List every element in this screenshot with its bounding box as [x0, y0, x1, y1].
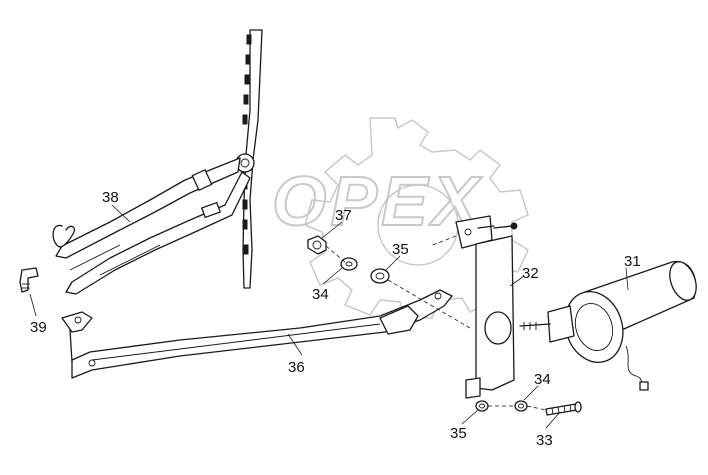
- screw: [545, 401, 582, 416]
- gearbox-cover: [574, 303, 614, 351]
- screw-thread: [563, 405, 566, 413]
- leader-lines: [29, 204, 629, 429]
- leader-33: [545, 411, 561, 429]
- motor-mount-plate: [547, 305, 575, 343]
- blade-slot: [243, 244, 249, 255]
- assembly-line: [387, 279, 471, 329]
- blade-slot: [242, 219, 248, 230]
- washer-nozzle: [19, 267, 39, 293]
- bracket-hole: [464, 228, 472, 236]
- callout-38: 38: [102, 189, 119, 206]
- nut: [307, 235, 327, 255]
- mounting-bracket: [455, 215, 518, 399]
- flat-washer-outer: [475, 400, 489, 412]
- bracket-motor-hole: [484, 311, 512, 345]
- callout-34-top: 34: [312, 286, 329, 303]
- flat-washer-inner: [479, 403, 485, 409]
- wiper-arm-lower: [65, 171, 251, 295]
- rod-end-hole: [74, 316, 82, 324]
- rod-end-bracket: [61, 311, 93, 333]
- leader-36: [287, 333, 303, 356]
- callout-labels: 31 32 33 34 34 35 35 36 37 38 39: [30, 189, 641, 449]
- callout-35-bottom: 35: [450, 425, 467, 442]
- spring-washer-top: [340, 257, 358, 271]
- motor-connector: [639, 381, 649, 391]
- leader-31: [625, 267, 629, 291]
- callout-32: 32: [522, 265, 539, 282]
- wiper-motor: [519, 260, 697, 391]
- leader-35-top: [385, 255, 401, 271]
- flat-washer-bottom: [475, 400, 489, 412]
- blade-slot: [243, 94, 249, 105]
- blade-slot: [246, 34, 252, 45]
- flat-washer-outer: [370, 268, 390, 284]
- leader-37: [321, 221, 343, 239]
- bracket-screw-head: [510, 222, 518, 230]
- callout-31: 31: [624, 253, 641, 270]
- linkage-rod: [61, 289, 453, 379]
- leader-34-top: [322, 267, 343, 285]
- watermark-gear-icon: [304, 117, 529, 319]
- bracket-screw: [493, 225, 513, 229]
- rod-edge: [91, 323, 381, 361]
- blade-slot: [242, 114, 248, 125]
- leader-38: [111, 204, 131, 223]
- wiper-arm-assembly: [52, 29, 263, 295]
- rod-pivot-hole: [88, 359, 96, 367]
- screw-shank: [545, 403, 578, 416]
- screw-thread: [551, 407, 554, 415]
- arm-link: [201, 201, 221, 219]
- callout-33: 33: [536, 432, 553, 449]
- wiper-arm-upper: [55, 157, 241, 259]
- linkage-rod-body: [71, 289, 453, 379]
- screw-thread: [569, 404, 572, 412]
- callout-34-bottom: 34: [534, 371, 551, 388]
- nut-body: [307, 235, 327, 255]
- motor-shaft: [519, 323, 551, 327]
- nut-hole: [312, 240, 322, 250]
- blade-slot: [245, 54, 251, 65]
- arm-clip: [191, 169, 213, 191]
- arm-rib: [69, 244, 121, 271]
- screw-head: [574, 401, 582, 413]
- bracket-screw: [477, 225, 495, 229]
- leader-35-bottom: [461, 409, 479, 425]
- assembly-line: [325, 245, 346, 263]
- spring-washer-inner: [518, 403, 524, 409]
- screw-thread: [557, 406, 560, 414]
- rod-end-arm: [69, 329, 73, 363]
- spring-washer-bottom: [514, 400, 528, 412]
- leader-32: [509, 275, 525, 287]
- motor-end-cap: [669, 261, 697, 301]
- flat-washer-inner: [375, 272, 385, 280]
- arm-rib: [99, 244, 161, 276]
- callout-37: 37: [335, 207, 352, 224]
- blade-slot: [244, 74, 250, 85]
- watermark-text: OPEX: [272, 162, 483, 240]
- rod-crank: [379, 305, 419, 335]
- assembly-line: [526, 405, 547, 411]
- callout-35-top: 35: [392, 241, 409, 258]
- rod-crank-hole: [434, 292, 442, 300]
- callout-39: 39: [30, 319, 47, 336]
- bracket-bottom-tab: [465, 377, 481, 399]
- arm-hook: [52, 224, 76, 248]
- leader-34-bottom: [523, 385, 539, 401]
- leader-39: [29, 293, 37, 317]
- blade-pivot-hole: [240, 158, 250, 168]
- flat-washer-top: [370, 268, 390, 284]
- blade-slot: [242, 199, 248, 210]
- spring-washer-outer: [514, 400, 528, 412]
- spring-washer-outer: [340, 257, 358, 271]
- watermark-logo: OPEX: [271, 117, 529, 319]
- assembly-line: [429, 235, 457, 247]
- callout-36: 36: [288, 359, 305, 376]
- assembly-lines: [325, 235, 547, 411]
- spring-washer-inner: [345, 261, 353, 267]
